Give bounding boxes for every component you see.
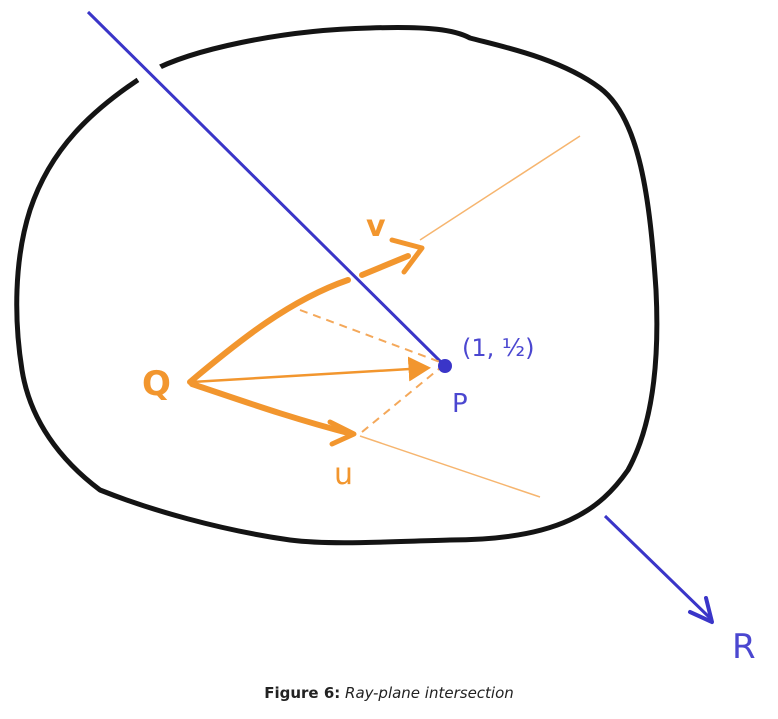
ray-line [86, 10, 447, 368]
v-vector-tip [359, 253, 411, 278]
point-p [438, 359, 452, 373]
caption-number: Figure 6: [264, 684, 341, 702]
plane-outline [14, 24, 660, 546]
caption-title: Ray-plane intersection [345, 684, 514, 702]
label-p-coords: (1, ½) [462, 334, 535, 362]
v-vector [187, 277, 351, 385]
u-arrowhead [327, 419, 357, 447]
label-q: Q [142, 364, 171, 404]
ray-exit-segment [603, 514, 712, 620]
label-u: u [334, 457, 353, 492]
label-p: P [452, 389, 468, 419]
u-axis-extension [359, 435, 541, 498]
v-arrowhead [389, 237, 425, 275]
label-r: R [732, 627, 756, 667]
v-axis-extension [419, 135, 581, 241]
u-vector [189, 381, 355, 437]
dashed-line-u [361, 367, 441, 433]
dashed-line-v [299, 309, 441, 363]
ray-plane-diagram: Q P (1, ½) v u R [14, 10, 756, 667]
ray-arrowhead [688, 596, 714, 624]
q-to-p-vector [191, 356, 431, 384]
figure-caption: Figure 6: Ray-plane intersection [0, 684, 778, 702]
label-v: v [366, 209, 386, 244]
